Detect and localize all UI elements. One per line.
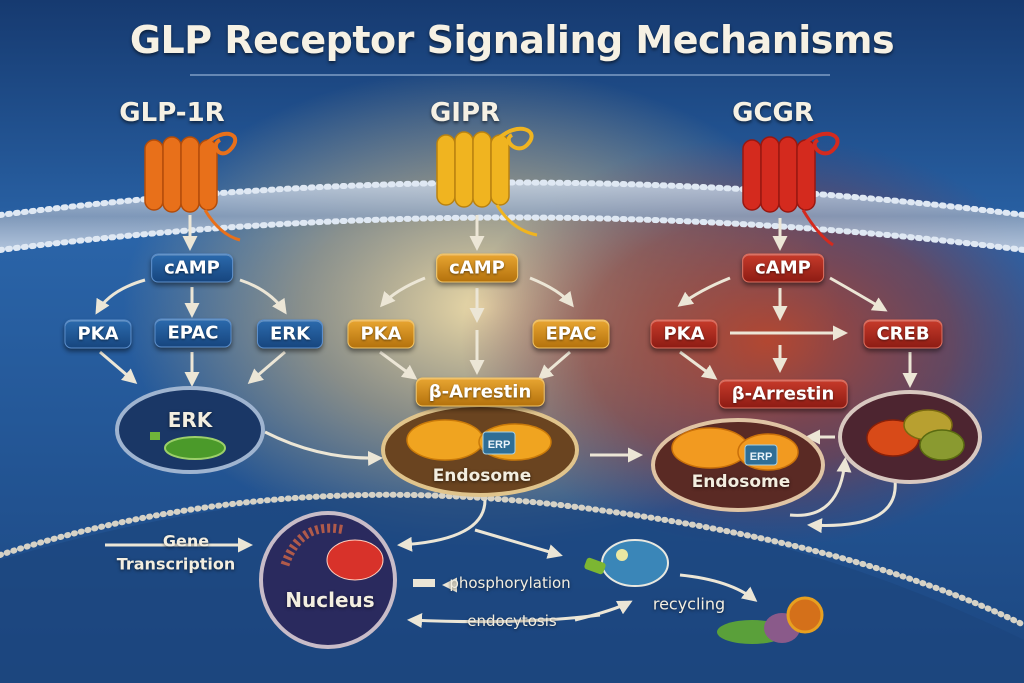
endocytosis-label: endocytosis	[467, 612, 557, 630]
gcgr-arrestin-node: β-Arrestin	[718, 379, 848, 409]
receptor-label-glp1r: GLP-1R	[119, 98, 225, 128]
nucleolus-icon	[326, 539, 384, 581]
receptor-label-gipr: GIPR	[429, 98, 501, 128]
lysosome-compartment	[838, 390, 982, 484]
gipr-endosome: ERP	[381, 403, 579, 497]
recycling-label: recycling	[652, 594, 726, 614]
recycling-vesicle-icon	[584, 539, 669, 587]
phosphorylation-label: phosphorylation	[449, 574, 571, 592]
gipr-epac-node: EPAC	[532, 319, 610, 349]
gcgr-endosome: ERP	[651, 418, 825, 512]
receptor-label-gcgr: GCGR	[732, 98, 814, 128]
gene-label-line2: Transcription	[116, 554, 236, 574]
gipr-receptor-icon	[436, 126, 538, 237]
vesicle-green-icon	[919, 429, 965, 461]
dna-icon	[280, 523, 346, 567]
gipr-arrestin-node: β-Arrestin	[415, 377, 545, 407]
mitochondria-icon	[164, 436, 226, 460]
gipr-endosome-label: Endosome	[432, 466, 532, 486]
gipr-camp-node: cAMP	[436, 253, 518, 283]
glp1r-camp-node: cAMP	[151, 253, 233, 283]
vesicle-cluster-icon	[406, 419, 484, 461]
phosphorylation-marker	[413, 579, 435, 587]
erp-tag	[744, 444, 778, 466]
glp1r-erk-node: ERK	[256, 319, 324, 349]
glp1r-epac-node: EPAC	[154, 318, 232, 348]
gcgr-pka-node: PKA	[650, 319, 718, 349]
page-title: GLP Receptor Signaling Mechanisms	[129, 18, 895, 62]
nucleus-label: Nucleus	[285, 588, 375, 612]
erk-compartment-label: ERK	[167, 408, 213, 432]
gcgr-creb-node: CREB	[863, 319, 943, 349]
gcgr-receptor-icon	[742, 131, 840, 247]
vesicle-debris-icon	[717, 596, 824, 644]
arrows	[95, 215, 918, 629]
erp-tag	[482, 431, 516, 455]
gipr-pka-node: PKA	[347, 319, 415, 349]
gcgr-endosome-label: Endosome	[691, 472, 791, 492]
kinase-icon	[150, 432, 160, 440]
erk-compartment	[115, 386, 265, 474]
glp1r-receptor-icon	[144, 131, 241, 242]
gcgr-camp-node: cAMP	[742, 253, 824, 283]
nuclear-envelope	[0, 491, 1024, 628]
nucleus	[259, 511, 397, 649]
erp-tag-label: ERP	[750, 451, 773, 463]
erp-tag-label: ERP	[488, 439, 511, 451]
gene-label-line1: Gene	[162, 531, 210, 551]
glp1r-pka-node: PKA	[64, 319, 132, 349]
